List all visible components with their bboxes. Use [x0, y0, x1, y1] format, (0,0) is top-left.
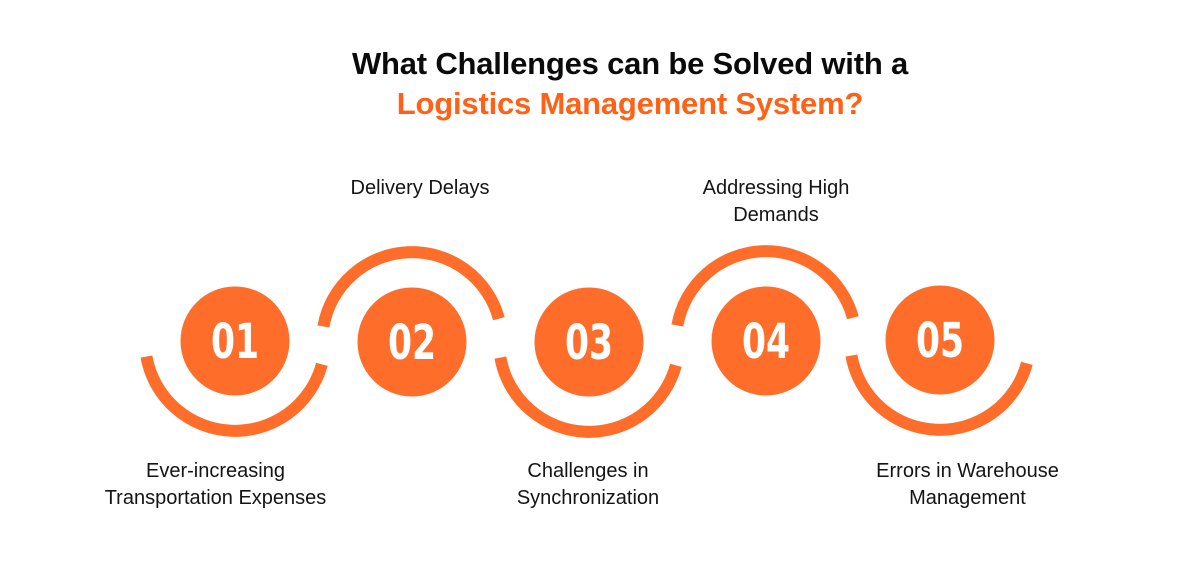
- label-line: Addressing High: [702, 177, 850, 199]
- step-number: 02: [388, 314, 436, 370]
- arc-above-icon: [317, 246, 505, 328]
- step-03: 03: [494, 287, 682, 438]
- arc-below-icon: [140, 355, 328, 437]
- step-05-label: Errors in Warehouse Management: [845, 458, 1090, 512]
- label-line: Delivery Delays: [350, 177, 490, 199]
- step-circle: [711, 286, 821, 396]
- label-line: Synchronization: [516, 487, 660, 509]
- step-04: 04: [671, 245, 859, 396]
- label-line: Errors in Warehouse: [876, 460, 1059, 482]
- label-line: Transportation Expenses: [104, 487, 327, 509]
- step-number: 01: [211, 313, 259, 369]
- title-line-1: What Challenges can be Solved with a: [351, 46, 909, 81]
- arc-above-icon: [671, 245, 859, 327]
- arc-below-icon: [494, 356, 682, 438]
- title-line-2: Logistics Management System?: [396, 86, 864, 121]
- step-01: 01: [140, 286, 328, 437]
- step-05: 05: [845, 285, 1033, 436]
- label-line: Challenges in: [527, 460, 649, 482]
- label-line: Demands: [733, 204, 819, 226]
- step-circle: [357, 287, 467, 397]
- label-line: Management: [909, 487, 1026, 509]
- step-circle: [885, 285, 995, 395]
- step-number: 03: [565, 314, 613, 370]
- step-02-label: Delivery Delays: [300, 175, 540, 202]
- step-01-label: Ever-increasing Transportation Expenses: [63, 458, 368, 512]
- step-04-label: Addressing High Demands: [656, 175, 896, 229]
- step-number: 05: [916, 312, 964, 368]
- label-line: Ever-increasing: [146, 460, 285, 482]
- step-02: 02: [317, 246, 505, 397]
- step-circle: [180, 286, 290, 396]
- step-03-label: Challenges in Synchronization: [478, 458, 698, 512]
- arc-below-icon: [845, 354, 1033, 436]
- step-circle: [534, 287, 644, 397]
- step-number: 04: [742, 313, 790, 369]
